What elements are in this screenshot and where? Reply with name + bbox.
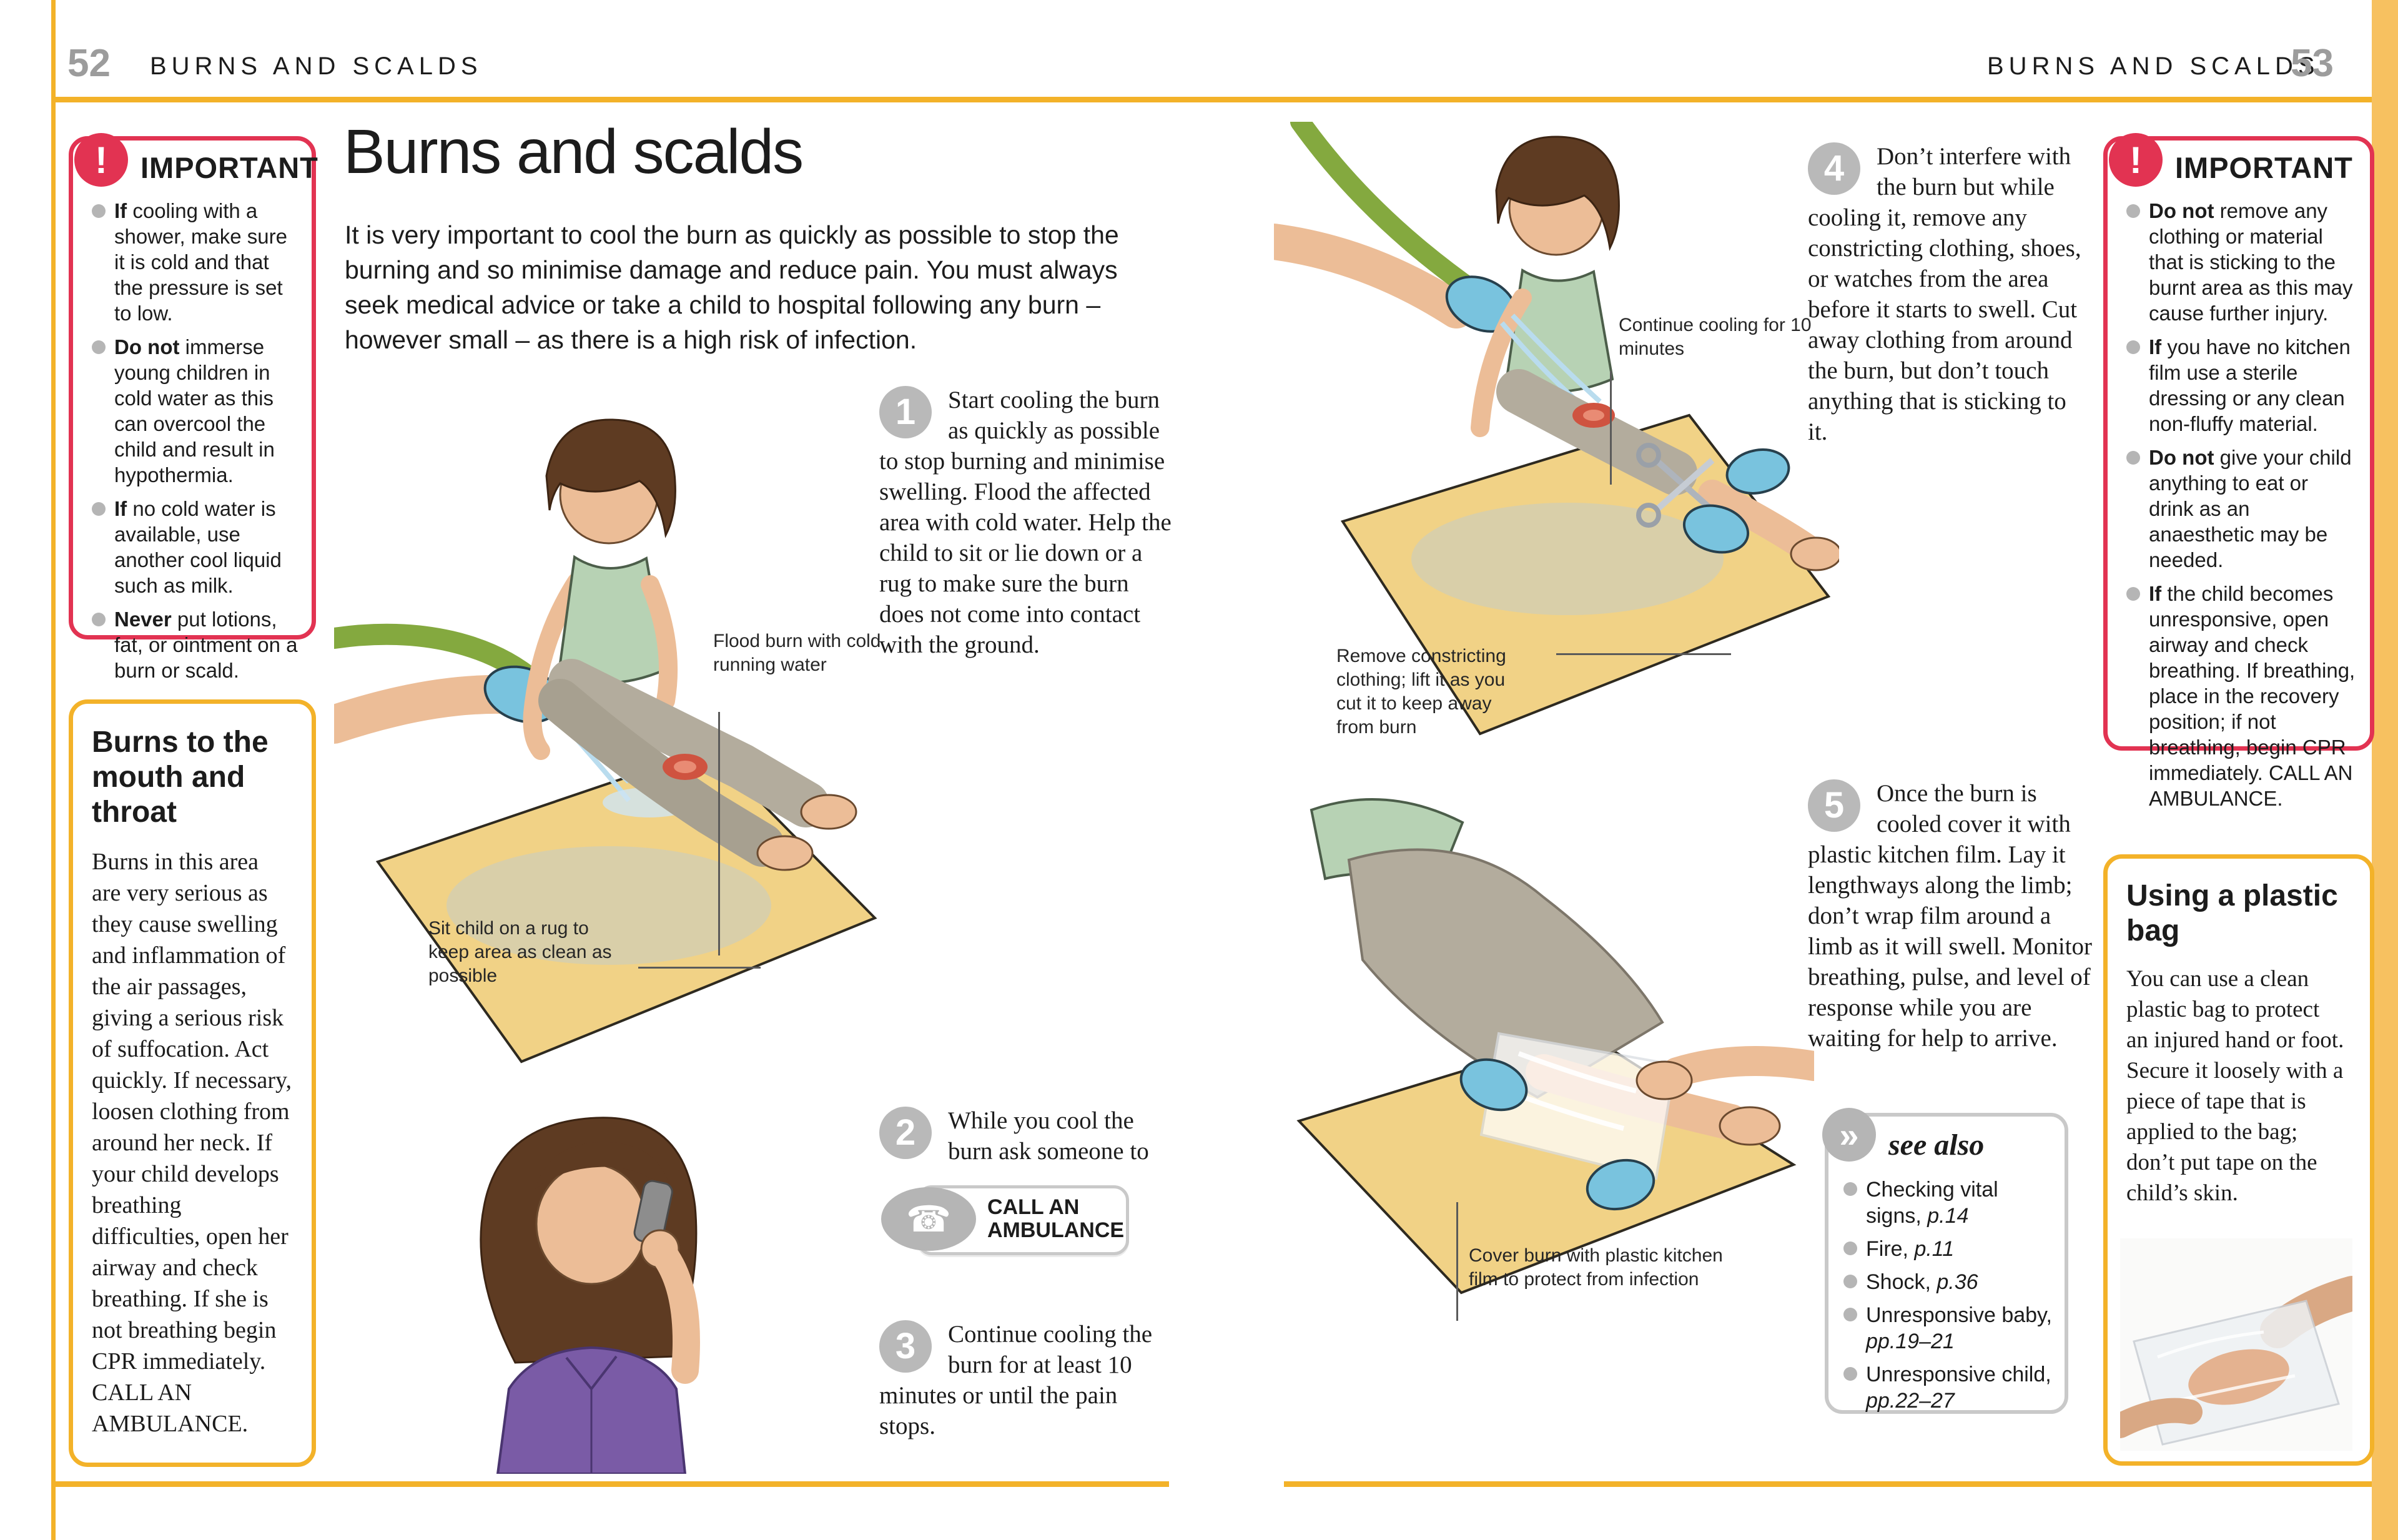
bullet-dot-icon [1843, 1275, 1857, 1288]
illustration-plastic-bag [2120, 1238, 2352, 1451]
phone-glyph: ☎ [905, 1199, 952, 1240]
see-also-box: » see also Checking vital signs, p.14 Fi… [1822, 1108, 2068, 1414]
running-header-right: BURNS AND SCALDS [1987, 52, 2320, 80]
important-bullet: If cooling with a shower, make sure it i… [89, 198, 299, 326]
bullet-dot-icon [1843, 1241, 1857, 1255]
important-bullet: Never put lotions, fat, or ointment on a… [89, 606, 299, 683]
step-number-badge: 2 [879, 1107, 932, 1159]
label-cover-burn: Cover burn with plastic kitchen film to … [1469, 1245, 1723, 1290]
important-bullet: Do not remove any clothing or material t… [2124, 198, 2357, 326]
ambulance-label-line1: CALL AN [987, 1195, 1080, 1219]
bullet-dot-icon [2126, 587, 2140, 601]
important-bullet: Do not give your child anything to eat o… [2124, 445, 2357, 573]
ambulance-label-line2: AMBULANCE [987, 1218, 1125, 1242]
plastic-bag-title: Using a plastic bag [2126, 879, 2338, 947]
label-remove-clothing: Remove constricting clothing; lift it as… [1336, 646, 1506, 738]
intro-paragraph: It is very important to cool the burn as… [345, 220, 1119, 354]
important-bullet: If the child becomes unresponsive, open … [2124, 581, 2357, 811]
see-also-item: Unresponsive child, pp.22–27 [1842, 1361, 2055, 1414]
see-also-item: Shock, p.36 [1842, 1269, 2055, 1295]
plastic-bag-body: You can use a clean plastic bag to prote… [2126, 966, 2344, 1206]
see-also-item: Fire, p.11 [1842, 1236, 2055, 1262]
label-continue-cooling: Continue cooling for 10 minutes [1619, 315, 1812, 359]
leader-line [718, 712, 720, 955]
see-also-chevron-icon: » [1822, 1108, 1876, 1162]
label-sit-on-rug: Sit child on a rug to keep area as clean… [428, 918, 612, 986]
illustration-kitchen-film [1296, 798, 1814, 1295]
bullet-dot-icon [92, 502, 106, 516]
mouth-throat-title: Burns to the mouth and throat [92, 726, 269, 829]
left-page-edge-accent [51, 0, 56, 1540]
illustration-calling-ambulance [480, 1117, 700, 1474]
exclamation-glyph: ! [2129, 139, 2142, 181]
label-flood-burn: Flood burn with cold running water [713, 631, 881, 675]
running-header-left: BURNS AND SCALDS [150, 52, 483, 80]
leader-line [1610, 371, 1612, 485]
bullet-dot-icon [1843, 1367, 1857, 1381]
header-rule [51, 97, 2372, 102]
chevron-glyph: » [1839, 1115, 1859, 1155]
step-number-badge: 4 [1808, 142, 1860, 195]
warning-exclamation-icon: ! [74, 133, 128, 187]
important-box-left: ! IMPORTANT If cooling with a shower, ma… [69, 133, 318, 682]
important-title: IMPORTANT [2175, 151, 2353, 184]
illustration-cutting-clothing [1274, 122, 1839, 736]
bullet-dot-icon [92, 204, 106, 218]
page-title: Burns and scalds [343, 117, 804, 187]
bullet-dot-icon [92, 613, 106, 626]
bullet-dot-icon [1843, 1308, 1857, 1321]
step-number-badge: 5 [1808, 779, 1860, 832]
telephone-icon: ☎ [881, 1187, 976, 1251]
bullet-dot-icon [2126, 204, 2140, 218]
mouth-throat-box: Burns to the mouth and throat Burns in t… [69, 699, 316, 1467]
bullet-dot-icon [2126, 451, 2140, 465]
page-number-left: 52 [67, 42, 111, 85]
important-bullet: If you have no kitchen film use a steril… [2124, 334, 2357, 437]
leader-line [638, 967, 761, 969]
leader-line [1556, 653, 1731, 655]
right-page-edge-accent [2372, 0, 2398, 1540]
important-bullet: Do not immerse young children in cold wa… [89, 334, 299, 488]
illustration-cooling-burn [334, 418, 877, 1064]
see-also-item: Unresponsive baby, pp.19–21 [1842, 1302, 2055, 1355]
page-number-right: 53 [2291, 42, 2334, 85]
bullet-dot-icon [1843, 1182, 1857, 1196]
exclamation-glyph: ! [95, 139, 107, 181]
important-bullet: If no cold water is available, use anoth… [89, 496, 299, 598]
important-box-right: ! IMPORTANT Do not remove any clothing o… [2103, 133, 2374, 810]
step-number-badge: 1 [879, 386, 932, 438]
leader-line [1456, 1202, 1458, 1321]
see-also-item: Checking vital signs, p.14 [1842, 1177, 2055, 1229]
bullet-dot-icon [2126, 340, 2140, 354]
important-title: IMPORTANT [141, 151, 318, 184]
mouth-throat-body: Burns in this area are very serious as t… [92, 849, 292, 1437]
see-also-title: see also [1888, 1128, 1985, 1162]
warning-exclamation-icon: ! [2109, 133, 2163, 187]
footer-rule-right [1284, 1481, 2372, 1487]
step-number-badge: 3 [879, 1320, 932, 1373]
footer-rule-left [51, 1481, 1169, 1487]
plastic-bag-box: Using a plastic bag You can use a clean … [2103, 854, 2374, 1466]
bullet-dot-icon [92, 340, 106, 354]
